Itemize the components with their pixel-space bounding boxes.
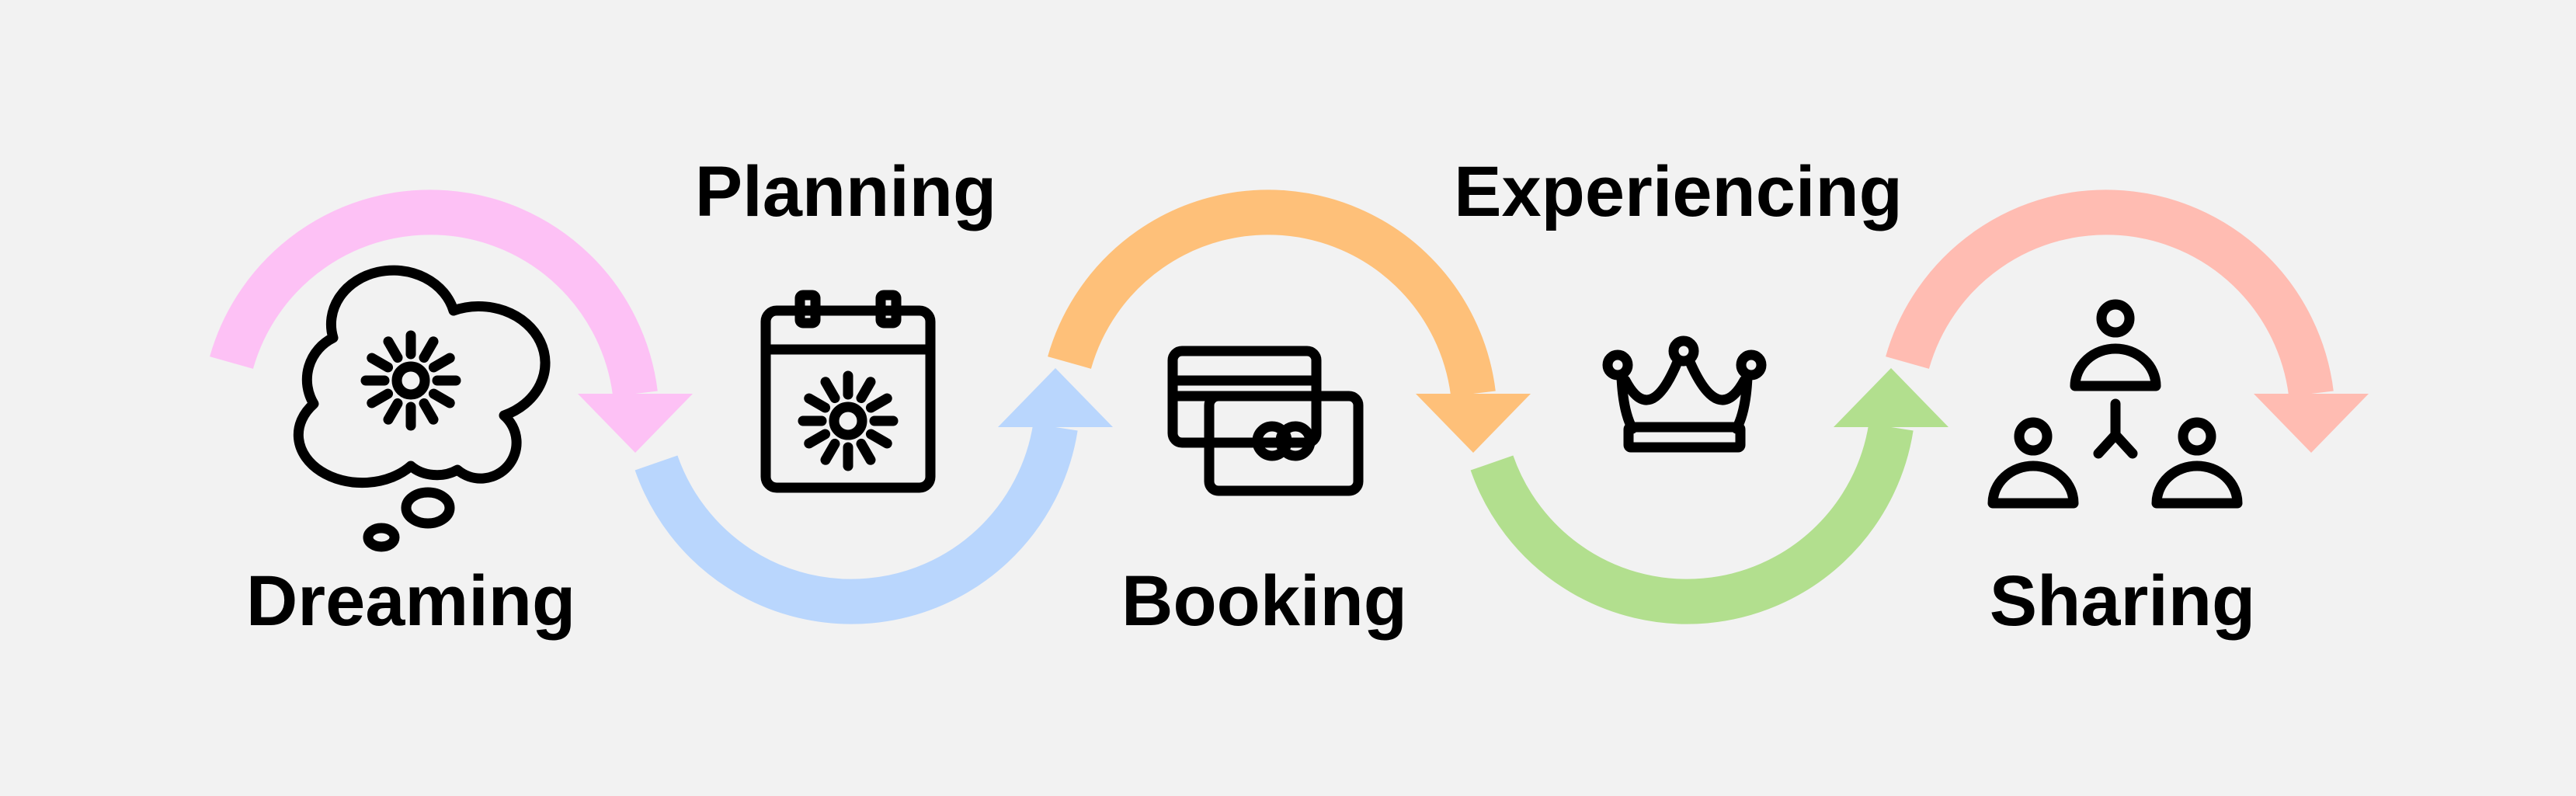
- credit-cards-icon: [1167, 346, 1364, 496]
- arrowhead-4: [1834, 368, 1949, 427]
- arrowhead-5: [2254, 394, 2369, 453]
- stage-label-experiencing: Experiencing: [1454, 152, 1903, 231]
- thought-cloud-sun-icon: [293, 265, 551, 552]
- arrow-arc-4: [1470, 423, 1914, 624]
- arrowhead-3: [1416, 394, 1531, 453]
- stage-label-planning: Planning: [695, 152, 996, 231]
- stage-label-booking: Booking: [1121, 561, 1407, 641]
- arrow-arc-3: [1048, 189, 1496, 397]
- arrowhead-2: [998, 368, 1113, 427]
- arrow-arc-5: [1886, 189, 2334, 397]
- crown-icon: [1602, 335, 1767, 453]
- flow-arrows: [210, 189, 2369, 624]
- arrow-arc-2: [634, 423, 1078, 624]
- stage-label-sharing: Sharing: [1990, 561, 2255, 641]
- arrowhead-1: [578, 394, 693, 453]
- sun-icon: [798, 370, 899, 471]
- people-network-icon: [1987, 299, 2243, 509]
- sun-icon: [360, 330, 461, 431]
- stage-label-dreaming: Dreaming: [246, 561, 575, 641]
- arrow-arc-1: [210, 189, 658, 397]
- calendar-sun-icon: [760, 290, 936, 493]
